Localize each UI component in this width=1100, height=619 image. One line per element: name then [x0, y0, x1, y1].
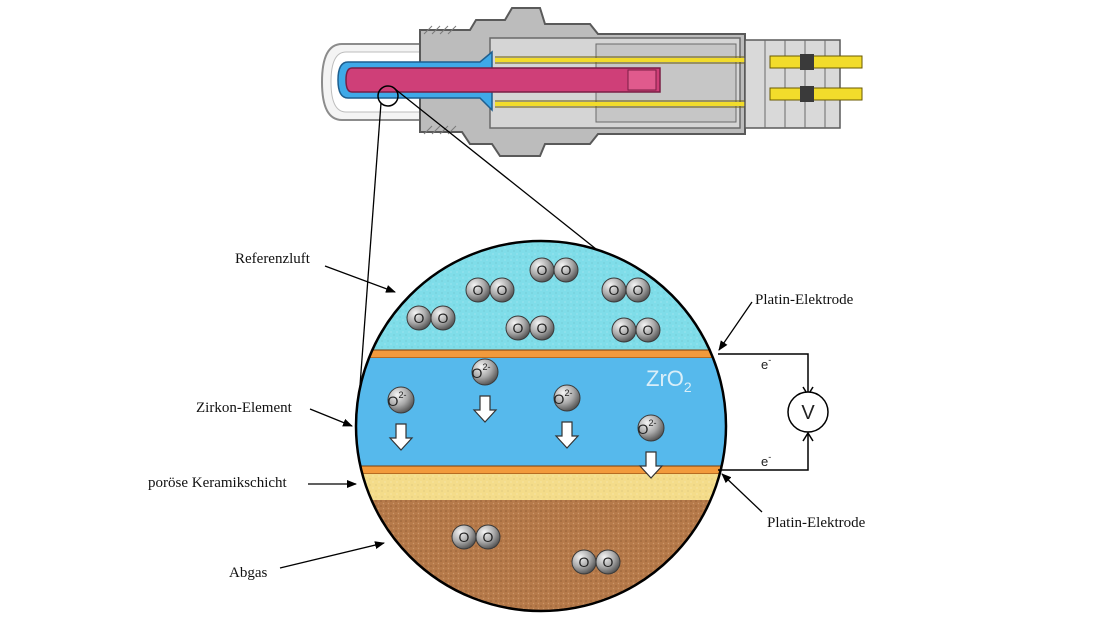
oxygen-ion: O2-: [387, 386, 415, 451]
atom-symbol: O: [537, 320, 548, 336]
atom-symbol: O: [414, 310, 425, 326]
ion-symbol: O2-: [638, 418, 657, 437]
sensing-element: [345, 67, 661, 93]
label-abgas: Abgas: [229, 565, 267, 581]
connector-pins: [769, 54, 863, 102]
atom-symbol: O: [561, 262, 572, 278]
oxygen-atom: O: [571, 549, 597, 575]
callouts: Referenzluft Zirkon-Element poröse Keram…: [148, 251, 866, 581]
oxygen-atom: O: [529, 315, 555, 341]
oxygen-atom: O: [601, 277, 627, 303]
voltmeter-symbol: V: [801, 402, 815, 424]
atom-symbol: O: [619, 322, 630, 338]
oxygen-atom: O: [505, 315, 531, 341]
oxygen-atom: O: [475, 524, 501, 550]
atom-symbol: O: [633, 282, 644, 298]
zirconia-layer: [356, 358, 726, 466]
ion-symbol: O2-: [554, 388, 573, 407]
sensor-cross-section: [320, 7, 863, 157]
oxygen-atom: O: [430, 305, 456, 331]
oxygen-atom: O: [595, 549, 621, 575]
oxygen-atom: O: [611, 317, 637, 343]
oxygen-ion: O2-: [471, 358, 499, 423]
electron-label-bottom: e-: [761, 452, 771, 469]
atom-symbol: O: [473, 282, 484, 298]
ion-flow-arrow: [554, 421, 580, 449]
atom-symbol: O: [609, 282, 620, 298]
oxygen-atom: O: [406, 305, 432, 331]
atom-symbol: O: [513, 320, 524, 336]
ion-symbol: O2-: [388, 390, 407, 409]
atom-symbol: O: [579, 554, 590, 570]
label-platin-top: Platin-Elektrode: [755, 292, 854, 308]
oxygen-ions: O2- O2- O2- O2-: [387, 358, 665, 479]
ion-flow-arrow: [388, 423, 414, 451]
zoom-marker: [377, 85, 399, 107]
oxygen-atom: O: [625, 277, 651, 303]
atom-symbol: O: [483, 529, 494, 545]
atom-symbol: O: [603, 554, 614, 570]
atom-symbol: O: [438, 310, 449, 326]
electrode-bottom: [356, 465, 726, 475]
oxygen-atom: O: [529, 257, 555, 283]
electron-label-top: e-: [761, 355, 771, 372]
label-platin-bottom: Platin-Elektrode: [767, 515, 866, 531]
label-poroese-keramik: poröse Keramikschicht: [148, 475, 288, 491]
magnified-circle-outline: [354, 239, 728, 613]
oxygen-atom: O: [489, 277, 515, 303]
atom-symbol: O: [643, 322, 654, 338]
ion-flow-arrow: [472, 395, 498, 423]
atom-symbol: O: [459, 529, 470, 545]
oxygen-atom: O: [553, 257, 579, 283]
oxygen-atom: O: [635, 317, 661, 343]
oxygen-ion: O2-: [553, 384, 581, 449]
ion-symbol: O2-: [472, 362, 491, 381]
zro2-label: ZrO2: [646, 366, 692, 395]
voltmeter: [787, 391, 829, 433]
oxygen-atom: O: [465, 277, 491, 303]
label-referenzluft: Referenzluft: [235, 251, 311, 267]
magnified-detail: [356, 241, 726, 611]
oxygen-atom: O: [451, 524, 477, 550]
atom-symbol: O: [537, 262, 548, 278]
conductor-wires: [495, 58, 745, 106]
atom-symbol: O: [497, 282, 508, 298]
electrode-top: [356, 349, 726, 359]
voltmeter-circuit: V e- e-: [718, 353, 829, 471]
oxygen-ion: O2-: [637, 414, 665, 479]
ion-flow-arrow: [638, 451, 664, 479]
cable-grommet: [744, 39, 841, 129]
label-zirkon-element: Zirkon-Element: [196, 400, 293, 416]
